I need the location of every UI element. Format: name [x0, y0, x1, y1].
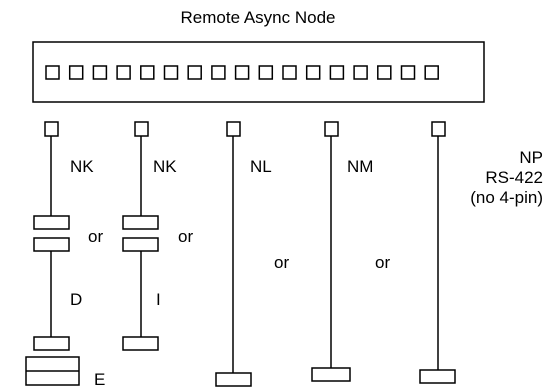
port-3: [92, 65, 108, 80]
port-9: [234, 65, 250, 80]
port-11: [282, 65, 297, 80]
port-10: [258, 65, 274, 80]
cable-2-adapter-bottom: [122, 237, 159, 252]
cable-3-top-connector: [226, 121, 241, 137]
cable-1-end-label: E: [94, 370, 105, 387]
cable-2-or: or: [178, 227, 193, 246]
cable-3-end-connector: [215, 372, 252, 387]
cable-5: NP RS-422 (no 4-pin): [419, 121, 543, 384]
port-16: [400, 65, 416, 80]
cable-4-end-connector: [311, 367, 351, 382]
cable-3-label: NL: [250, 157, 272, 176]
port-2: [68, 65, 84, 80]
cable-2-top-connector: [134, 121, 149, 137]
cable-5-label-line-1: NP: [519, 148, 543, 167]
cable-1-top-connector: [44, 121, 59, 137]
port-7: [187, 65, 202, 80]
cable-2-adapter-top: [122, 215, 159, 230]
cable-1-end-connector: [33, 336, 70, 351]
cable-1-mid-label: D: [70, 290, 82, 309]
cable-1-adapter-top: [33, 215, 70, 230]
cable-1-label: NK: [70, 157, 94, 176]
cable-5-label-line-2: RS-422: [485, 168, 543, 187]
port-6: [163, 65, 179, 80]
diagram-title: Remote Async Node: [181, 8, 336, 27]
cable-1: NK or D E: [25, 121, 105, 387]
cable-5-top-connector: [431, 121, 446, 137]
cable-4: NM or: [311, 121, 390, 382]
cable-1-or: or: [88, 227, 103, 246]
cable-2-label: NK: [153, 157, 177, 176]
cable-4-or: or: [375, 253, 390, 272]
cable-2-mid-label: I: [156, 290, 161, 309]
cable-3-or: or: [274, 253, 289, 272]
node-ports: [45, 65, 439, 80]
port-14: [353, 65, 368, 80]
cable-4-label: NM: [347, 157, 373, 176]
cable-4-top-connector: [324, 121, 339, 137]
cable-3: NL or: [215, 121, 289, 387]
cable-1-adapter-bottom: [33, 237, 70, 252]
cable-5-end-connector: [419, 369, 456, 384]
port-1: [45, 65, 60, 80]
cable-2: NK or I: [122, 121, 193, 351]
port-13: [329, 65, 345, 80]
port-12: [305, 65, 321, 80]
port-8: [211, 65, 226, 80]
port-15: [377, 65, 392, 80]
port-5: [140, 65, 155, 80]
cable-2-end-connector: [122, 336, 159, 351]
cable-5-label-line-3: (no 4-pin): [470, 188, 543, 207]
port-17: [424, 65, 439, 80]
port-4: [116, 65, 131, 80]
